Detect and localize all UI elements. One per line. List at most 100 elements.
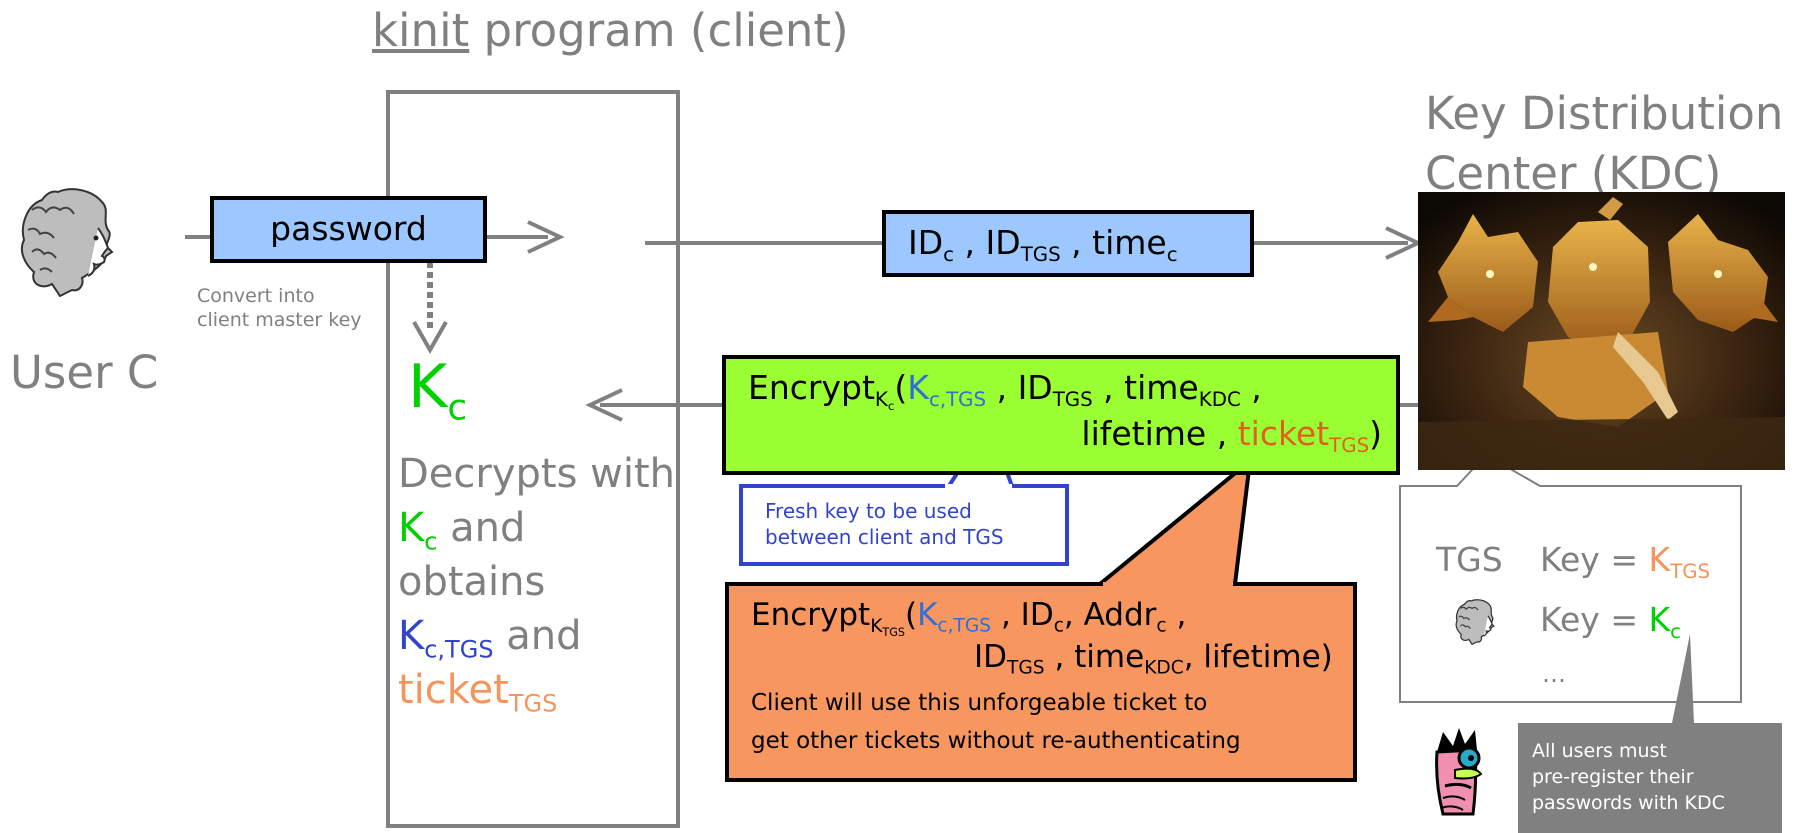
register-note: All users must pre-register their passwo… <box>1532 738 1725 816</box>
response-arrowhead <box>585 388 623 422</box>
ticket-line: ticketTGS <box>398 663 675 717</box>
kc-sub: c <box>424 527 438 556</box>
tk-idc-sub: c <box>1053 615 1064 637</box>
client-title-kinit: kinit <box>372 4 470 57</box>
kc-master-key-sub: c <box>447 387 468 429</box>
fresh-key-tail-join <box>945 484 1012 488</box>
ticket-base: ticket <box>398 667 509 713</box>
tk-sep4: , <box>1044 639 1075 675</box>
client-decrypt-text: Decrypts with Kc and obtains Kc,TGS and … <box>398 447 675 717</box>
resp-id-sub: TGS <box>1052 387 1093 411</box>
convert-note: Convert into client master key <box>197 284 362 332</box>
req-idc-sub: c <box>943 242 955 266</box>
convert-arrowhead <box>412 321 448 355</box>
resp-encrypt-sub: Kc <box>874 387 895 412</box>
and-1: and <box>437 505 526 551</box>
password-label: password <box>270 209 427 248</box>
kdc-db-callout <box>1399 453 1742 703</box>
resp-ticket-sub: TGS <box>1329 433 1370 457</box>
tk-tail: , lifetime) <box>1183 639 1333 675</box>
kdc-db-ktgs: K <box>1648 540 1671 579</box>
kc-and-line: Kc and <box>398 501 675 555</box>
tk-encrypt-subsub: TGS <box>882 625 905 639</box>
tk-time-sub: KDC <box>1144 657 1184 679</box>
cerberus-image <box>1418 192 1785 470</box>
tk-idtgs: ID <box>974 639 1008 675</box>
cartoon-figure-icon <box>1435 728 1483 816</box>
kdc-title: Key Distribution Center (KDC) <box>1425 84 1783 204</box>
ticket-note-line1: Client will use this unforgeable ticket … <box>751 690 1208 716</box>
tk-addr-sub: c <box>1156 615 1167 637</box>
tk-idtgs-sub: TGS <box>1007 657 1045 679</box>
ticket-callout-tail <box>1098 456 1253 586</box>
response-line2: lifetime , ticketTGS) <box>748 411 1382 457</box>
resp-k-sub: c,TGS <box>928 387 987 411</box>
kctgs-sub: c,TGS <box>424 635 494 664</box>
fresh-key-line1: Fresh key to be used <box>765 499 972 523</box>
resp-encrypt-sub-k: K <box>874 387 888 411</box>
req-sep1: , <box>954 223 986 262</box>
kdc-db-row1-key: Key = KTGS <box>1540 540 1710 581</box>
response-box: EncryptKc(Kc,TGS , IDTGS , timeKDC , lif… <box>722 355 1400 475</box>
ticket-tail-join <box>1103 582 1233 586</box>
kdc-db-kc: K <box>1648 600 1671 639</box>
register-note-line3: passwords with KDC <box>1532 792 1725 814</box>
password-arrowhead <box>527 220 565 254</box>
kctgs-and-line: Kc,TGS and <box>398 609 675 663</box>
req-idtgs-sub: TGS <box>1020 242 1061 266</box>
kdc-db-row1-key-label: Key = <box>1540 540 1649 579</box>
register-note-callout <box>1518 634 1782 833</box>
resp-id: ID <box>1017 368 1053 407</box>
tk-idc: ID <box>1020 597 1054 633</box>
resp-sep2: , <box>1092 368 1125 407</box>
kdc-title-line2: Center (KDC) <box>1425 147 1722 200</box>
kdc-title-line1: Key Distribution <box>1425 87 1784 140</box>
resp-time-sub: KDC <box>1198 387 1241 411</box>
resp-open: ( <box>894 368 908 407</box>
response-line1: EncryptKc(Kc,TGS , IDTGS , timeKDC , <box>748 365 1382 412</box>
req-time: time <box>1092 223 1167 262</box>
client-program-box <box>386 90 680 828</box>
kctgs-base: K <box>398 613 425 659</box>
tk-sep2: , <box>1063 597 1084 633</box>
tk-encrypt-sub-k: K <box>870 615 883 637</box>
ticket-line2: IDTGS , timeKDC, lifetime) <box>751 636 1343 678</box>
resp-encrypt: Encrypt <box>748 368 875 407</box>
ticket-note-line2: get other tickets without re-authenticat… <box>751 728 1241 754</box>
fresh-key-line2: between client and TGS <box>765 525 1004 549</box>
register-note-line1: All users must <box>1532 740 1667 762</box>
kdc-db-ellipsis: … <box>1542 660 1566 688</box>
resp-time: time <box>1124 368 1199 407</box>
decrypts-line: Decrypts with <box>398 451 676 497</box>
kdc-db-ktgs-sub: TGS <box>1670 559 1711 583</box>
client-title: kinit program (client) <box>372 4 849 57</box>
kdc-db-row1: TGS <box>1436 540 1503 579</box>
tk-encrypt: Encrypt <box>751 597 871 633</box>
tk-k-sub: c,TGS <box>937 615 992 637</box>
fresh-key-callout: Fresh key to be used between client and … <box>739 484 1069 566</box>
password-box: password <box>210 196 487 263</box>
tk-addr: Addr <box>1083 597 1157 633</box>
kdc-db-tgs-label: TGS <box>1436 540 1503 579</box>
obtains-line: obtains <box>398 559 546 605</box>
resp-close: ) <box>1369 414 1382 453</box>
kdc-db-row2-key-label: Key = <box>1540 600 1649 639</box>
convert-note-line1: Convert into <box>197 285 315 307</box>
kdc-db-row2-key: Key = Kc <box>1540 600 1681 641</box>
user-c-small-icon <box>1455 599 1495 646</box>
req-time-sub: c <box>1166 242 1178 266</box>
user-label: User C <box>10 346 159 399</box>
resp-sep1: , <box>986 368 1018 407</box>
ticket-sub: TGS <box>508 689 558 718</box>
resp-ticket: ticket <box>1237 414 1330 453</box>
kc-master-key: Kc <box>408 352 467 426</box>
req-idtgs: ID <box>985 223 1021 262</box>
tk-time: time <box>1074 639 1145 675</box>
user-avatar-icon <box>20 188 114 298</box>
tk-open: ( <box>904 597 918 633</box>
request-box: IDc , IDTGS , timec <box>882 210 1254 277</box>
resp-k: K <box>907 368 929 407</box>
ticket-line1: EncryptKTGS(Kc,TGS , IDc, Addrc , <box>751 594 1343 639</box>
convert-note-line2: client master key <box>197 309 362 331</box>
tk-k: K <box>917 597 938 633</box>
